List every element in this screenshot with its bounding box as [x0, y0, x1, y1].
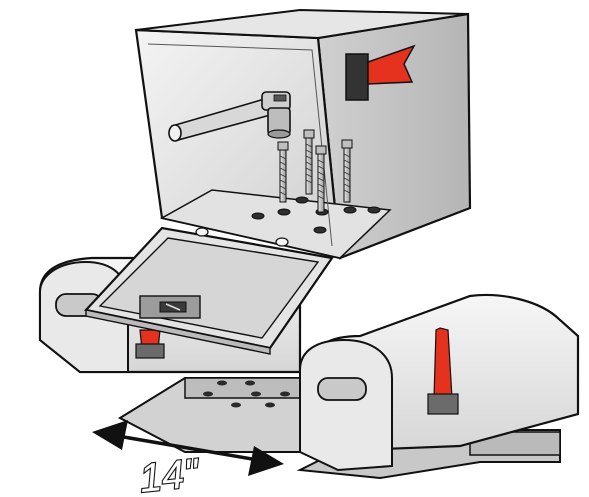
door-latch [140, 296, 200, 318]
lag-bolt-4 [342, 140, 352, 202]
steel-box [86, 10, 470, 354]
lag-bolt-1 [278, 142, 288, 202]
lag-bolt-3 [316, 146, 326, 212]
right-mailbox-slot [318, 378, 366, 400]
right-mailbox [300, 295, 578, 478]
dimension-label: 14" [137, 451, 202, 497]
lag-bolt-2 [304, 130, 314, 194]
left-mailbox-flag [136, 330, 164, 358]
